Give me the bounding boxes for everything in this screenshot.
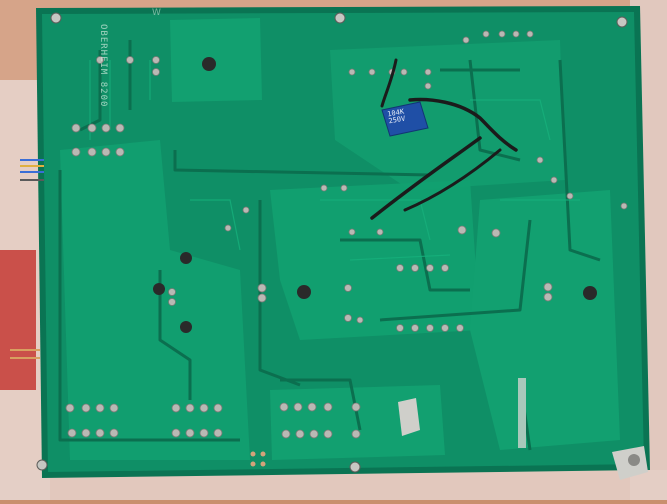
copper-pour-left xyxy=(60,140,250,460)
solder-pad-icon xyxy=(65,30,628,439)
side-wires xyxy=(10,159,44,359)
trace-highlights xyxy=(89,60,580,261)
capacitor-marking: 104K 250V xyxy=(386,107,406,126)
red-object-left xyxy=(0,250,36,390)
copper-pour-center xyxy=(270,180,480,340)
trace-outlines xyxy=(58,40,601,451)
copper-pour-top xyxy=(170,18,262,102)
screw-icon xyxy=(153,57,597,333)
board-corner-mark: W xyxy=(152,8,161,18)
copper-pour-right xyxy=(470,190,620,450)
board-silkscreen-code: OBERHEIM 8200 xyxy=(98,24,108,108)
copper-pour-top-right xyxy=(330,40,565,190)
wire-icon xyxy=(370,58,518,220)
capacitor-icon xyxy=(381,101,429,137)
corner-screw xyxy=(628,454,640,466)
jumper-pads xyxy=(250,451,266,467)
